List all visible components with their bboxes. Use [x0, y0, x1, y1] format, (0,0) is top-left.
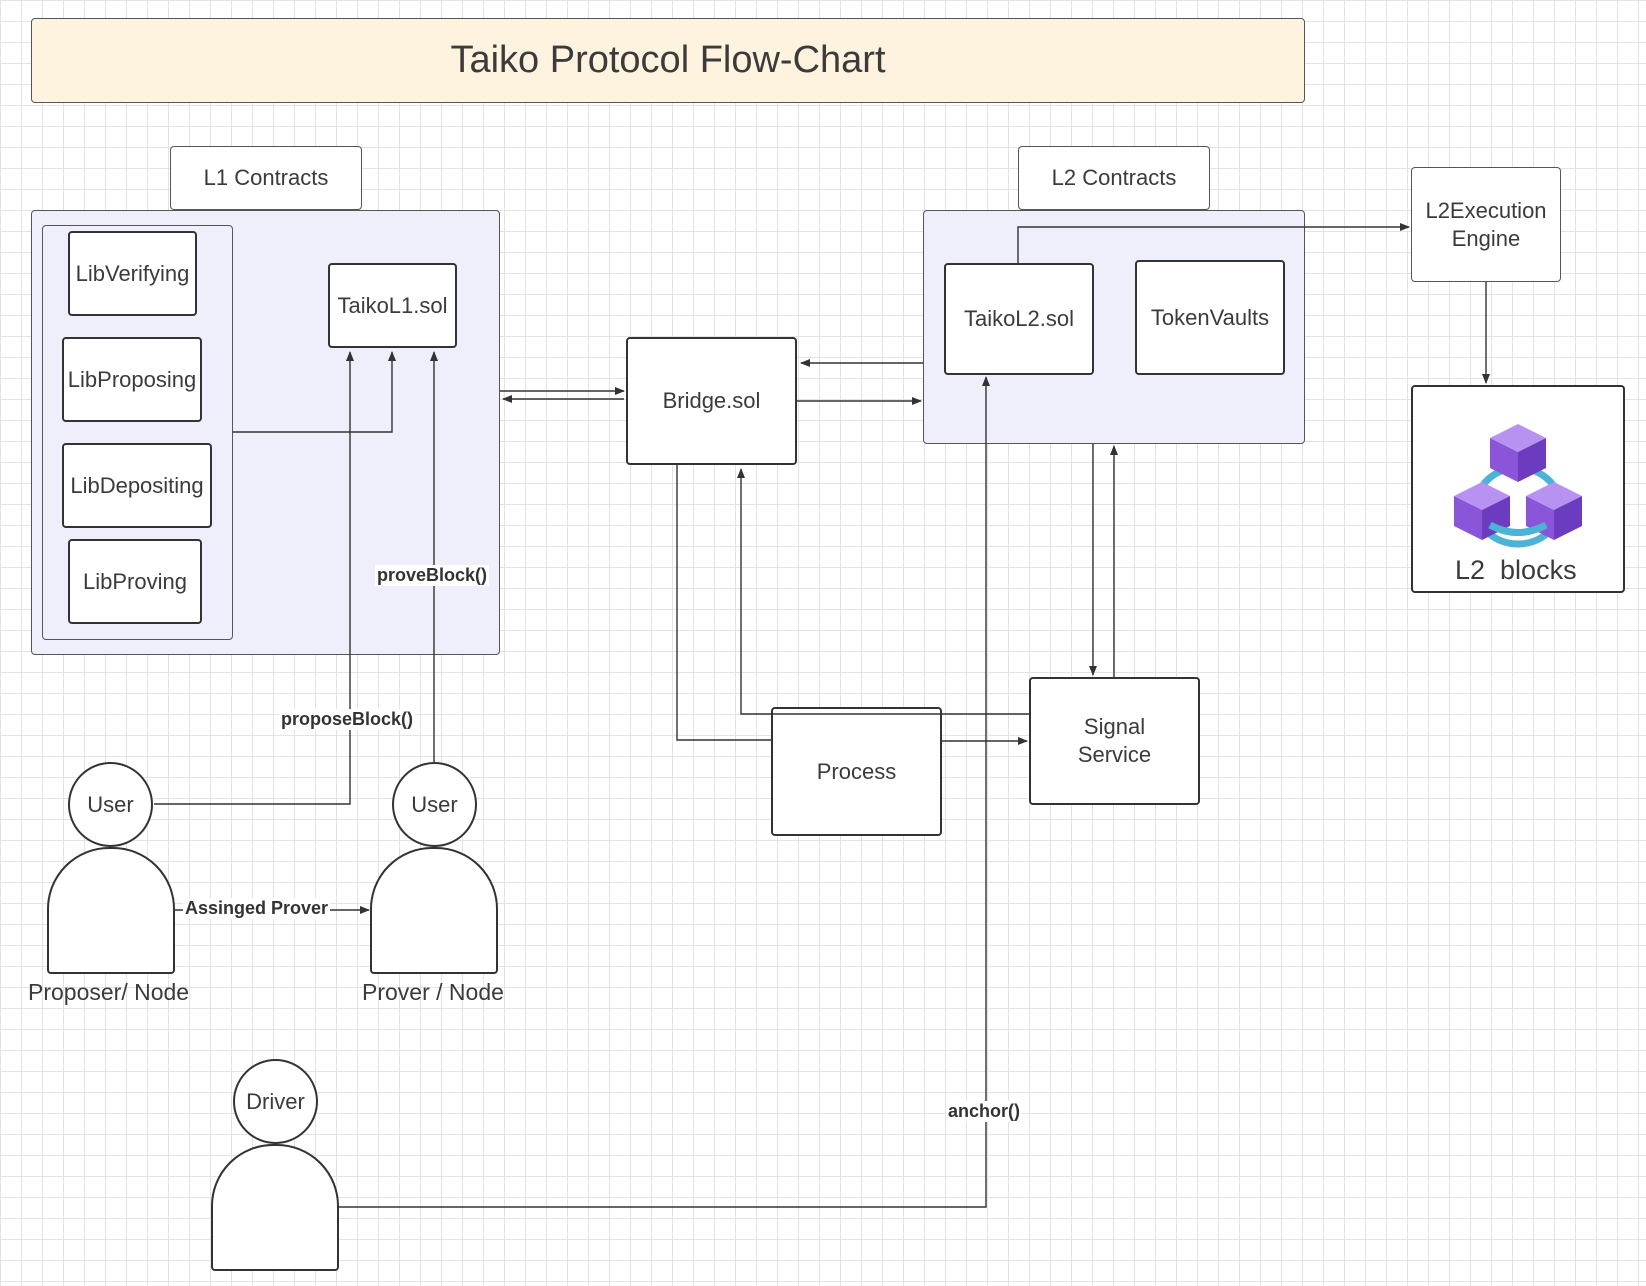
- taiko-l1-box: TaikoL1.sol: [328, 263, 457, 348]
- anchor-arrow: [339, 376, 990, 1208]
- driver-head: Driver: [233, 1059, 318, 1144]
- bridge-to-process-line: [676, 465, 771, 741]
- libs-to-taikol1-arrow: [233, 351, 396, 433]
- propose-arrow: [154, 351, 354, 805]
- lib-proposing-box: LibProposing: [62, 337, 202, 422]
- prover-caption: Prover / Node: [362, 979, 504, 1005]
- taikol2-to-engine-arrow: [1017, 223, 1410, 263]
- propose-block-label: proposeBlock(): [279, 709, 416, 730]
- l1-contracts-header: L1 Contracts: [170, 146, 362, 210]
- token-vaults-box: TokenVaults: [1135, 260, 1285, 375]
- prover-body: [370, 847, 498, 974]
- lib-verifying-box: LibVerifying: [68, 231, 197, 316]
- l2-contracts-header: L2 Contracts: [1018, 146, 1210, 210]
- taiko-l2-box: TaikoL2.sol: [944, 263, 1094, 375]
- signal-to-bridge-arrow: [737, 468, 1029, 715]
- proposer-body: [47, 847, 175, 974]
- title-bar: Taiko Protocol Flow-Chart: [31, 18, 1305, 103]
- l2-blocks-box: [1411, 385, 1625, 593]
- driver-body: [211, 1144, 339, 1271]
- process-box: Process: [771, 707, 942, 836]
- lib-proving-box: LibProving: [68, 539, 202, 624]
- l2-blocks-label: L2 blocks: [1455, 555, 1577, 585]
- proposer-caption: Proposer/ Node: [28, 979, 190, 1005]
- page-title: Taiko Protocol Flow-Chart: [450, 39, 886, 81]
- anchor-label: anchor(): [946, 1101, 1022, 1122]
- bridge-box: Bridge.sol: [626, 337, 797, 465]
- proposer-head: User: [68, 762, 153, 847]
- prove-block-label: proveBlock(): [375, 565, 490, 586]
- linked-cubes-icon: [1454, 424, 1582, 548]
- signal-service-box: Signal Service: [1029, 677, 1200, 805]
- l1-libs-container: [42, 225, 233, 640]
- lib-depositing-box: LibDepositing: [62, 443, 212, 528]
- l2-execution-engine-box: L2Execution Engine: [1411, 167, 1561, 282]
- assigned-prover-label: Assinged Prover: [183, 898, 331, 919]
- prover-head: User: [392, 762, 477, 847]
